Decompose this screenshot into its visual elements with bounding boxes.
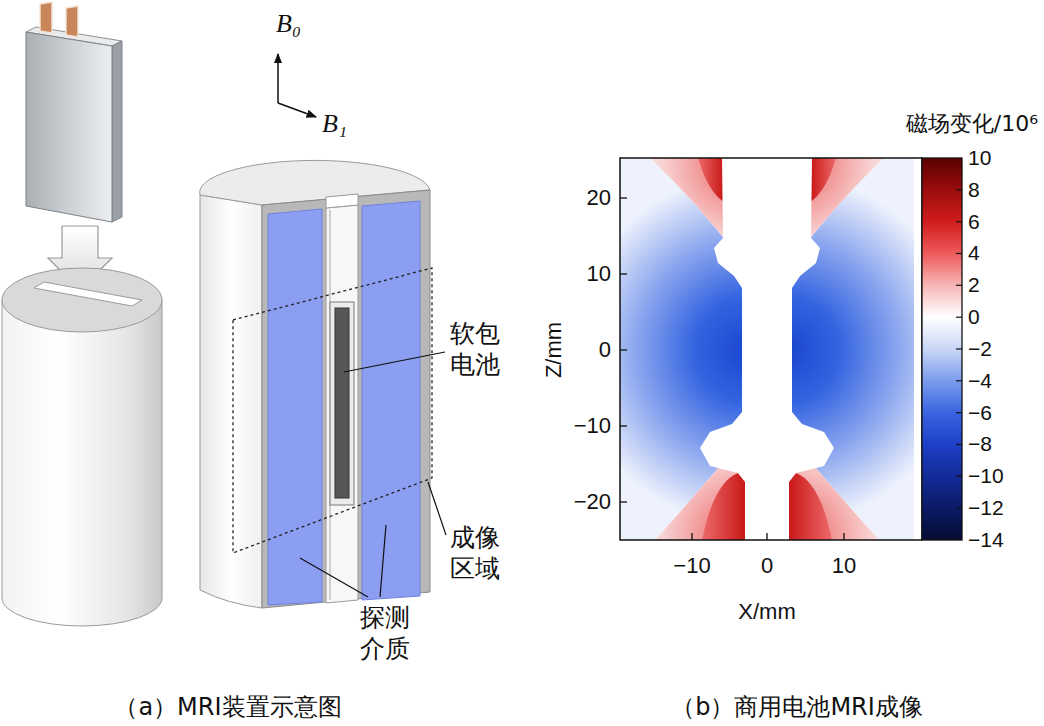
colorbar-tick-label: 10 bbox=[968, 145, 991, 170]
colorbar-tick-label: 8 bbox=[968, 177, 980, 202]
colorbar-tick-label: 2 bbox=[968, 273, 980, 298]
field-map bbox=[620, 158, 922, 540]
colorbar-title: 磁场变化/10⁶ bbox=[906, 111, 1038, 137]
colorbar-tick-label: −6 bbox=[968, 400, 992, 425]
part-label: 软包 电池 bbox=[450, 318, 505, 381]
colorbar-tick-label: −12 bbox=[968, 496, 1004, 521]
axis-arrow bbox=[278, 103, 316, 117]
caption: （a）MRI装置示意图 bbox=[114, 693, 341, 722]
leader-line bbox=[300, 558, 368, 597]
field-label: B₁ bbox=[322, 108, 347, 139]
axis-title: Z/mm bbox=[541, 322, 567, 378]
axis-arrow bbox=[277, 54, 279, 103]
tick-label: −20 bbox=[574, 489, 611, 515]
colorbar-ticks bbox=[956, 190, 962, 508]
tick-label: −10 bbox=[673, 553, 710, 579]
field-label: B₀ bbox=[276, 8, 301, 39]
tick-label: 0 bbox=[599, 337, 611, 363]
colorbar-tick-label: −4 bbox=[968, 368, 992, 393]
axis-title: X/mm bbox=[738, 599, 795, 625]
tick-label: 10 bbox=[832, 553, 856, 579]
leader-line bbox=[380, 525, 386, 597]
imaging-region bbox=[233, 268, 432, 553]
tick-label: 0 bbox=[761, 553, 773, 579]
colorbar-tick-label: 4 bbox=[968, 241, 980, 266]
tick-label: −10 bbox=[574, 413, 611, 439]
colorbar-tick-label: 6 bbox=[968, 209, 980, 234]
tick-label: 20 bbox=[587, 185, 611, 211]
cutaway-cylinder bbox=[200, 160, 430, 608]
tick-marks bbox=[620, 198, 844, 540]
colorbar-tick-label: −2 bbox=[968, 336, 992, 361]
colorbar bbox=[922, 158, 962, 540]
tick-label: 10 bbox=[587, 261, 611, 287]
part-label: 探测 介质 bbox=[360, 602, 415, 665]
colorbar-tick-label: −10 bbox=[968, 464, 1004, 489]
plot-frame bbox=[620, 158, 922, 540]
leader-line bbox=[428, 482, 446, 535]
holder-cylinder bbox=[2, 268, 162, 626]
part-label: 成像 区域 bbox=[450, 522, 505, 585]
pouch-battery bbox=[26, 2, 122, 222]
colorbar-tick-label: −14 bbox=[968, 527, 1004, 552]
colorbar-tick-label: −8 bbox=[968, 432, 992, 457]
leader-line bbox=[344, 352, 445, 372]
colorbar-tick-label: 0 bbox=[968, 305, 980, 330]
caption: （b）商用电池MRI成像 bbox=[671, 693, 923, 722]
